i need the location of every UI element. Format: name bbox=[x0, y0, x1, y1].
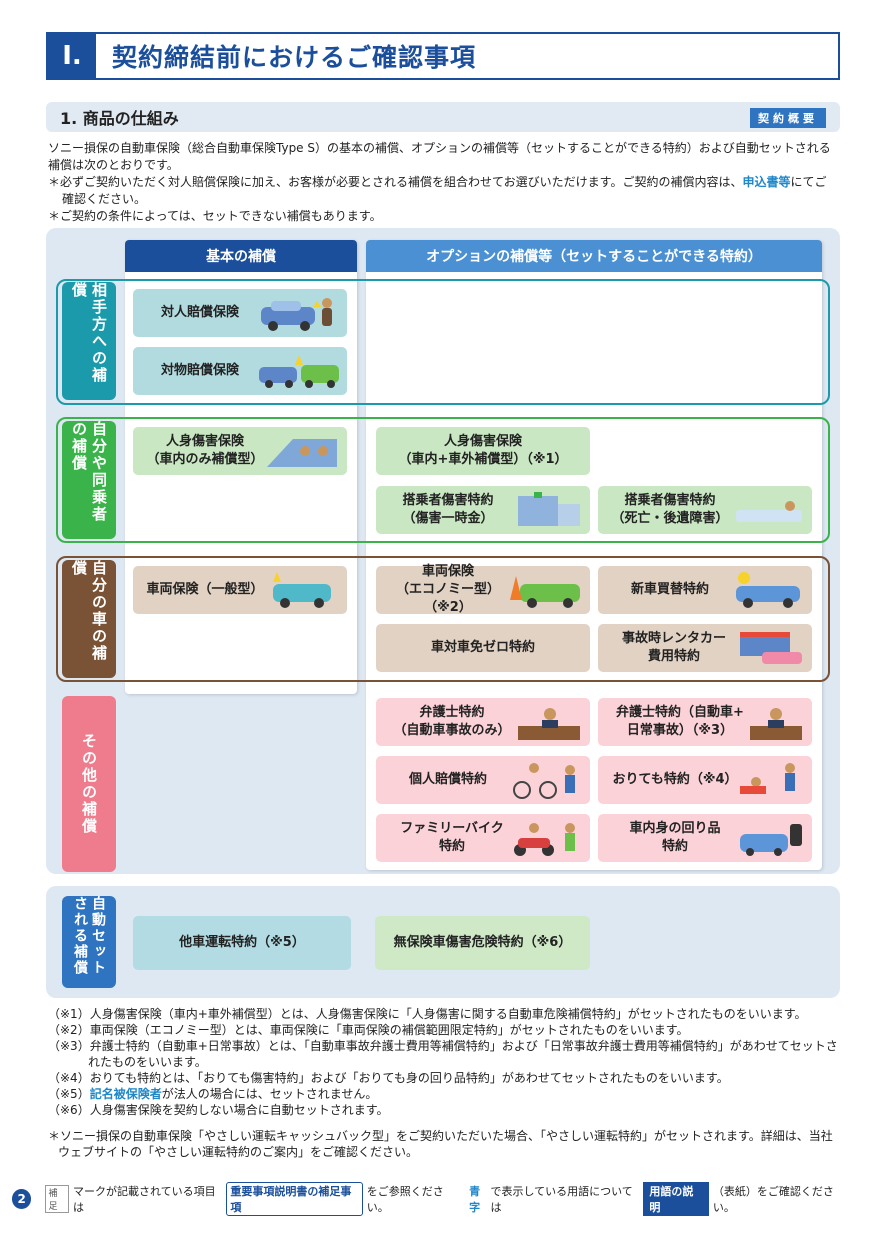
box-vehicle-general-label: 車両保険（一般型） bbox=[146, 582, 264, 597]
note-3: （※3）弁護士特約（自動車+日常事故）とは、「自動車事故弁護士費用等補償特約」お… bbox=[48, 1039, 838, 1069]
hospital-icon bbox=[518, 492, 580, 526]
box-lawyer-auto: 弁護士特約 （自動車事故のみ） bbox=[376, 698, 590, 746]
basic-coverage-header: 基本の補償 bbox=[125, 240, 357, 272]
box-bodily-injury-liability-label: 対人賠償保険 bbox=[160, 305, 239, 320]
category-own-car: 自分の車の補償 bbox=[62, 560, 116, 678]
lawyer-desk-icon bbox=[750, 708, 802, 740]
section-title: 1. 商品の仕組み bbox=[60, 109, 179, 128]
footer-text-1: マークが記載されている項目は bbox=[72, 1185, 216, 1214]
box-personal-injury-option: 人身傷害保険 （車内+車外補償型）（※1） bbox=[376, 427, 590, 475]
box-uninsured-motorist: 無保険車傷害危険特約（※6） bbox=[375, 916, 590, 970]
box-personal-belongings: 車内身の回り品 特約 bbox=[598, 814, 812, 862]
footer-text-4: （表紙）をご確認ください。 bbox=[712, 1185, 834, 1214]
footer-text-2: をご参照ください。 bbox=[366, 1185, 444, 1214]
box-new-car-replacement: 新車買替特約 bbox=[598, 566, 812, 614]
blue-word: 青字 bbox=[469, 1185, 481, 1214]
glossary-tag: 用語の説明 bbox=[643, 1182, 709, 1216]
application-form-link[interactable]: 申込書等 bbox=[742, 175, 791, 189]
note-4: （※4）おりても特約とは、「おりても傷害特約」および「おりても身の回り品特約」が… bbox=[48, 1071, 729, 1085]
pedestrian-accident-icon bbox=[740, 763, 795, 794]
intro-text: ソニー損保の自動車保険（総合自動車保険Type S）の基本の補償、オプションの補… bbox=[48, 140, 838, 225]
box-passenger-injury-lump: 搭乗者傷害特約 （傷害一時金） bbox=[376, 486, 590, 534]
supplement-mark-icon: 補足 bbox=[45, 1185, 69, 1213]
box-lawyer-auto-daily-label: 弁護士特約（自動車+ 日常事故）（※3） bbox=[616, 705, 744, 738]
supplement-tag: 重要事項説明書の補足事項 bbox=[226, 1182, 363, 1216]
box-deductible-zero-label: 車対車免ゼロ特約 bbox=[430, 640, 535, 655]
intro-line-2: ＊必ずご契約いただく対人賠償保険に加え、お客様が必要とされる補償を組合わせてお選… bbox=[48, 174, 838, 208]
footer-text-3: で表示している用語については bbox=[490, 1185, 633, 1214]
car-fire-icon bbox=[510, 576, 580, 608]
category-self-passenger: 自分や同乗者の補償 bbox=[62, 421, 116, 539]
box-deductible-zero: 車対車免ゼロ特約 bbox=[376, 624, 590, 672]
option-coverage-header: オプションの補償等（セットすることができる特約） bbox=[366, 240, 822, 272]
note-5-a: （※5） bbox=[48, 1087, 90, 1101]
category-auto-set: 自動セットされる補償 bbox=[62, 896, 116, 988]
car-interior-icon bbox=[267, 439, 337, 467]
frame-third-party bbox=[56, 279, 830, 405]
box-vehicle-economy-label: 車両保険 （エコノミー型）（※2） bbox=[395, 564, 500, 615]
box-property-damage-liability-label: 対物賠償保険 bbox=[160, 363, 239, 378]
box-personal-injury-basic: 人身傷害保険 （車内のみ補償型） bbox=[133, 427, 347, 475]
belongings-car-icon bbox=[740, 824, 802, 856]
box-lawyer-auto-daily: 弁護士特約（自動車+ 日常事故）（※3） bbox=[598, 698, 812, 746]
box-personal-liability-label: 個人賠償特約 bbox=[408, 772, 487, 787]
new-car-icon bbox=[736, 572, 800, 608]
box-lawyer-auto-label: 弁護士特約 （自動車事故のみ） bbox=[393, 705, 511, 738]
box-uninsured-motorist-label: 無保険車傷害危険特約（※6） bbox=[393, 935, 572, 950]
box-vehicle-general: 車両保険（一般型） bbox=[133, 566, 347, 614]
note-5: （※5）記名被保険者が法人の場合には、セットされません。 bbox=[48, 1086, 840, 1102]
note-5-b: が法人の場合には、セットされません。 bbox=[161, 1087, 378, 1101]
motorbike-icon bbox=[514, 823, 575, 856]
note-6: （※6）人身傷害保険を契約しない場合に自動セットされます。 bbox=[48, 1103, 389, 1117]
frame-self-passenger bbox=[56, 417, 830, 543]
named-insured-link[interactable]: 記名被保険者 bbox=[89, 1087, 162, 1101]
footnotes: （※1）人身傷害保険（車内+車外補償型）とは、人身傷害保険に「人身傷害に関する自… bbox=[48, 1006, 840, 1160]
section-bar: 1. 商品の仕組み 契約概要 bbox=[46, 102, 840, 132]
chapter-title: 契約締結前におけるご確認事項 bbox=[112, 43, 477, 72]
lawyer-icon bbox=[518, 708, 580, 740]
category-third-party: 相手方への補償 bbox=[62, 282, 116, 400]
box-personal-injury-option-label: 人身傷害保険 （車内+車外補償型）（※1） bbox=[398, 434, 568, 467]
box-family-bike-label: ファミリーバイク 特約 bbox=[400, 821, 504, 854]
chapter-header: I. 契約締結前におけるご確認事項 bbox=[46, 32, 840, 80]
car-pedestrian-icon bbox=[261, 298, 332, 331]
box-passenger-injury-death-label: 搭乗者傷害特約 （死亡・後遺障害） bbox=[611, 493, 729, 526]
box-oritemo: おりても特約（※4） bbox=[598, 756, 812, 804]
box-vehicle-economy: 車両保険 （エコノミー型）（※2） bbox=[376, 564, 590, 615]
frame-own-car bbox=[56, 556, 830, 682]
box-personal-belongings-label: 車内身の回り品 特約 bbox=[629, 821, 721, 854]
bicycle-accident-icon bbox=[513, 763, 575, 799]
chapter-number: I. bbox=[48, 34, 96, 78]
category-other: その他の補償 bbox=[62, 696, 116, 872]
rental-shop-icon bbox=[740, 632, 802, 664]
intro-line-1: ソニー損保の自動車保険（総合自動車保険Type S）の基本の補償、オプションの補… bbox=[48, 141, 831, 172]
cashback-note: ＊ソニー損保の自動車保険「やさしい運転キャッシュバック型」をご契約いただいた場合… bbox=[48, 1129, 833, 1159]
intro-line-2-b: にてご確認ください。 bbox=[62, 175, 827, 206]
box-property-damage-liability: 対物賠償保険 bbox=[133, 347, 347, 395]
note-1: （※1）人身傷害保険（車内+車外補償型）とは、人身傷害保険に「人身傷害に関する自… bbox=[48, 1007, 807, 1021]
note-2: （※2）車両保険（エコノミー型）とは、車両保険に「車両保険の補償範囲限定特約」が… bbox=[48, 1023, 689, 1037]
box-personal-liability: 個人賠償特約 bbox=[376, 756, 590, 804]
box-other-car-driving: 他車運転特約（※5） bbox=[133, 916, 351, 970]
damaged-car-icon bbox=[273, 572, 331, 608]
box-bodily-injury-liability: 対人賠償保険 bbox=[133, 289, 347, 337]
box-new-car-replacement-label: 新車買替特約 bbox=[630, 582, 709, 597]
box-personal-injury-basic-label: 人身傷害保険 （車内のみ補償型） bbox=[146, 434, 264, 467]
box-oritemo-label: おりても特約（※4） bbox=[612, 772, 738, 787]
contract-summary-badge: 契約概要 bbox=[750, 108, 826, 128]
box-rental-car-label: 事故時レンタカー 費用特約 bbox=[621, 631, 726, 664]
car-collision-icon bbox=[259, 355, 339, 388]
page-number: 2 bbox=[12, 1189, 32, 1209]
box-passenger-injury-death: 搭乗者傷害特約 （死亡・後遺障害） bbox=[598, 486, 812, 534]
box-rental-car: 事故時レンタカー 費用特約 bbox=[598, 624, 812, 672]
box-passenger-injury-lump-label: 搭乗者傷害特約 （傷害一時金） bbox=[402, 493, 494, 526]
page-footer: 2 補足 マークが記載されている項目は 重要事項説明書の補足事項 をご参照くださ… bbox=[12, 1182, 852, 1216]
box-other-car-driving-label: 他車運転特約（※5） bbox=[179, 935, 305, 950]
intro-line-3: ＊ご契約の条件によっては、セットできない補償もあります。 bbox=[48, 209, 382, 223]
intro-line-2-a: ＊必ずご契約いただく対人賠償保険に加え、お客様が必要とされる補償を組合わせてお選… bbox=[48, 175, 743, 189]
box-family-bike: ファミリーバイク 特約 bbox=[376, 814, 590, 862]
hospital-bed-icon bbox=[736, 501, 802, 522]
